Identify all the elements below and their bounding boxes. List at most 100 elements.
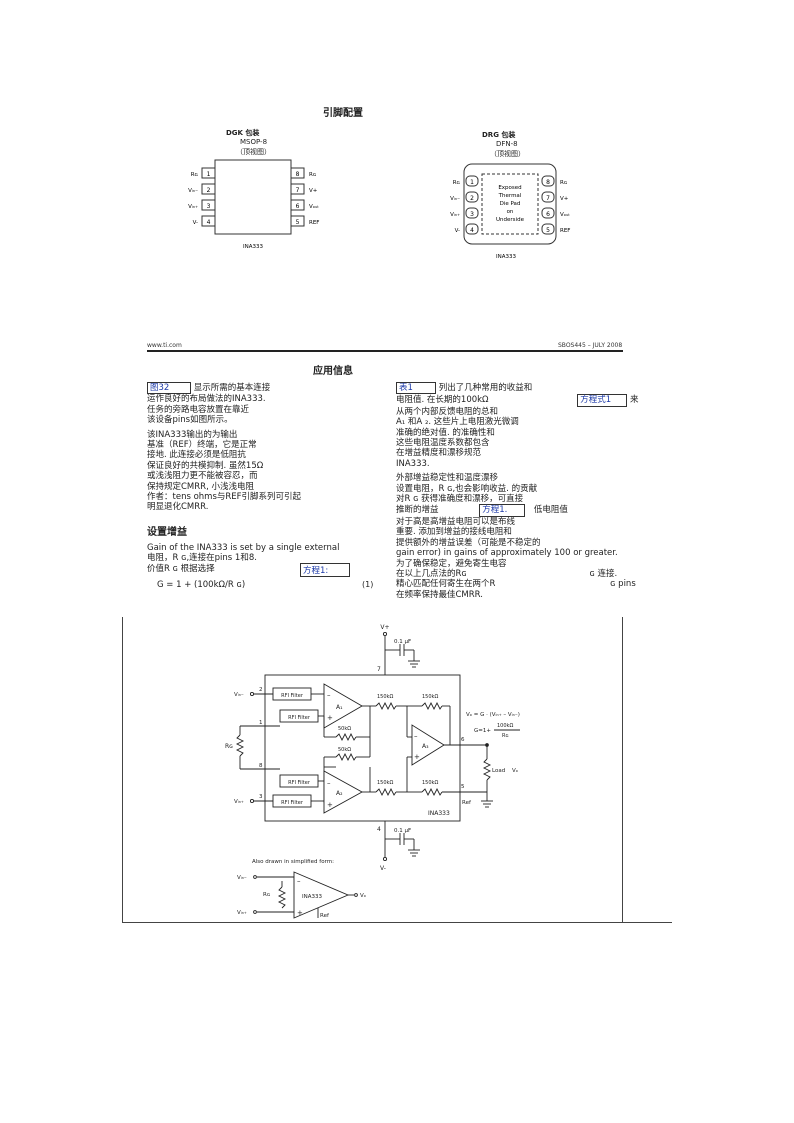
table1-link[interactable]: 表1 — [396, 382, 436, 395]
right-last-2: 在频率保持最佳CMRR. — [396, 589, 483, 600]
pin1-label: 1 — [259, 720, 263, 726]
right-line-b1: A₁ 和A ₂. 这些片上电阻激光微调 — [396, 417, 519, 428]
dgk-left-pins: 1 2 3 4 Rɢ Vᵢₙ₋ Vᵢₙ₊ V- — [188, 167, 216, 227]
svg-text:–: – — [327, 691, 331, 699]
pin2-top-label: 2 — [259, 687, 263, 693]
equation1-link[interactable]: 方程1: — [300, 563, 350, 577]
gain-paragraph: Gain of the INA333 is set by a single ex… — [147, 543, 339, 574]
gain-line-1: 电阻，R ɢ,连接在pins 1和8. — [147, 553, 257, 564]
dgk-pin-6-num: 6 — [296, 203, 300, 210]
pin-config-title: 引脚配置 — [323, 108, 363, 119]
right-line-c1: 重要. 添加到增益的接线电阻和 — [396, 527, 512, 538]
dgk-pin-4-label: V- — [193, 220, 198, 226]
right-line-b2: 准确的绝对值. 的准确性和 — [396, 427, 495, 438]
drg-pin-8-num: 8 — [546, 179, 550, 186]
equation-box-suffix: 来 — [629, 395, 639, 406]
right-line-c4: 为了确保稳定，避免寄生电容 — [396, 558, 507, 569]
pin8-label: 8 — [259, 763, 263, 769]
vin-minus-label: Vᵢₙ₋ — [234, 692, 244, 698]
tail-2: ɢ pins — [610, 579, 636, 590]
equation-box-link[interactable]: 方程式1 — [577, 394, 628, 407]
rfi-filter-2-label: RFI Filter — [288, 715, 311, 721]
left-line-3: 该设备pins如图所示。 — [147, 415, 233, 426]
svg-text:–: – — [327, 779, 331, 787]
gain-equation: G = 1 + (100kΩ/R ɢ) — [157, 580, 246, 590]
left-line-7: 接地. 此连接必须是低阻抗 — [147, 450, 246, 461]
r150-c-label: 150kΩ — [377, 780, 393, 786]
vminus-label: V- — [380, 865, 386, 872]
inline-a: 推断的增益 — [396, 505, 439, 516]
drg-package-name: DFN-8 — [496, 140, 518, 148]
chip-label: INA333 — [428, 810, 450, 817]
drg-pin-8-label: Rɢ — [560, 180, 567, 186]
app-info-title: 应用信息 — [313, 366, 353, 377]
right-line-a0: 电阻值. 在长期的100kΩ — [396, 395, 489, 406]
simp-rg-label: Rɢ — [263, 892, 270, 898]
gain-line-2: 价值R ɢ 根据选择 — [147, 563, 215, 574]
gain-eq-denominator: Rɢ — [502, 733, 509, 739]
dgk-pin-5-num: 5 — [296, 219, 300, 226]
drg-pin-7-num: 7 — [546, 195, 550, 202]
pin4-label: 4 — [377, 826, 381, 833]
drg-chip-label: INA333 — [496, 254, 516, 260]
right-line-b0: 从两个内部反馈电阻的总和 — [396, 406, 499, 417]
dgk-pinout-diagram: 1 2 3 4 Rɢ Vᵢₙ₋ Vᵢₙ₊ V- 8 7 6 5 Rɢ V+ Vₒ… — [188, 159, 319, 250]
ina333-schematic: V+ 0.1 µF 7 INA333 Vᵢₙ₋ 2 RFI Filter RFI… — [225, 624, 520, 919]
drg-pin-1-label: Rɢ — [453, 180, 460, 186]
drg-pad-line-3: Die Pad — [500, 201, 521, 207]
right-line-c2: 提供额外的增益误差（可能是不稳定的 — [396, 537, 541, 548]
amp-a2-label: A₂ — [336, 790, 343, 797]
simp-chip-label: INA333 — [302, 894, 322, 900]
pin5-label: 5 — [461, 784, 465, 790]
drg-pad-line-5: Underside — [496, 217, 525, 223]
table-line: 列出了几种常用的收益和 — [438, 383, 533, 393]
drg-pin-1-num: 1 — [470, 179, 474, 186]
header-doc-id: SBOS445 – JULY 2008 — [558, 342, 623, 349]
drg-right-pins: 8 7 6 5 Rɢ V+ Vₒᵤₜ REF — [541, 175, 570, 235]
dgk-pin-8-label: Rɢ — [309, 172, 316, 178]
gain-eq-prefix: G=1+ — [474, 728, 491, 734]
figure-left-border — [122, 617, 123, 923]
load-label: Load — [492, 768, 505, 774]
left-line-8: 保证良好的共模抑制. 虽然15Ω — [147, 460, 264, 471]
amp-a1 — [323, 683, 363, 729]
ref-label: Ref — [462, 800, 472, 806]
rg-label: Rɢ — [225, 743, 233, 750]
equation-number: (1) — [362, 580, 374, 589]
figure-bottom-border — [122, 922, 672, 923]
dgk-pin-1-num: 1 — [207, 171, 211, 178]
svg-text:+: + — [327, 801, 333, 809]
dgk-pin-1-label: Rɢ — [191, 172, 198, 178]
left-line-11: 作者：tens ohms与REF引脚系列可引起 — [147, 492, 302, 503]
dgk-view-label: （顶视图） — [236, 148, 271, 156]
svg-text:+: + — [297, 909, 303, 917]
left-line-12: 明显退化CMRR. — [147, 502, 209, 513]
pin6-label: 6 — [461, 737, 465, 743]
rfi-filter-3-label: RFI Filter — [288, 780, 311, 786]
amp-a2 — [323, 770, 363, 814]
dgk-chip-body — [214, 159, 292, 235]
drg-package-title: DRG 包装 — [482, 131, 516, 139]
amp-a3 — [411, 724, 445, 766]
right-line-b3: 这些电阻温度系数都包含 — [396, 438, 490, 449]
dgk-package-name: MSOP-8 — [240, 138, 268, 146]
drg-chip-body — [463, 163, 557, 245]
equation1-inline-link[interactable]: 方程1. — [479, 504, 526, 517]
vplus-label: V+ — [380, 624, 389, 631]
vo-equation: Vₒ = G · (Vᵢₙ₊ – Vᵢₙ₋) — [466, 712, 520, 718]
drg-pad-line-1: Exposed — [498, 185, 521, 191]
rfi-filter-4-label: RFI Filter — [281, 800, 304, 806]
right-column: 表1 列出了几种常用的收益和 电阻值. 在长期的100kΩ 方程式1 来 从两个… — [396, 382, 638, 600]
amp-a3-label: A₃ — [422, 743, 429, 750]
fig32-link[interactable]: 图32 — [147, 382, 191, 395]
drg-pin-5-num: 5 — [546, 227, 550, 234]
simp-vin-minus-label: Vᵢₙ₋ — [237, 875, 247, 881]
simp-vin-plus-label: Vᵢₙ₊ — [237, 910, 247, 916]
drg-pin-5-label: REF — [560, 228, 570, 234]
drg-pin-3-label: Vᵢₙ₊ — [450, 212, 460, 218]
r50-top-label: 50kΩ — [338, 726, 351, 732]
right-line-b4: 在增益精度和漂移规范 — [396, 448, 482, 459]
pin7-label: 7 — [377, 666, 381, 673]
svg-text:+: + — [327, 714, 333, 722]
right-line-b5: INA333. — [396, 458, 430, 469]
